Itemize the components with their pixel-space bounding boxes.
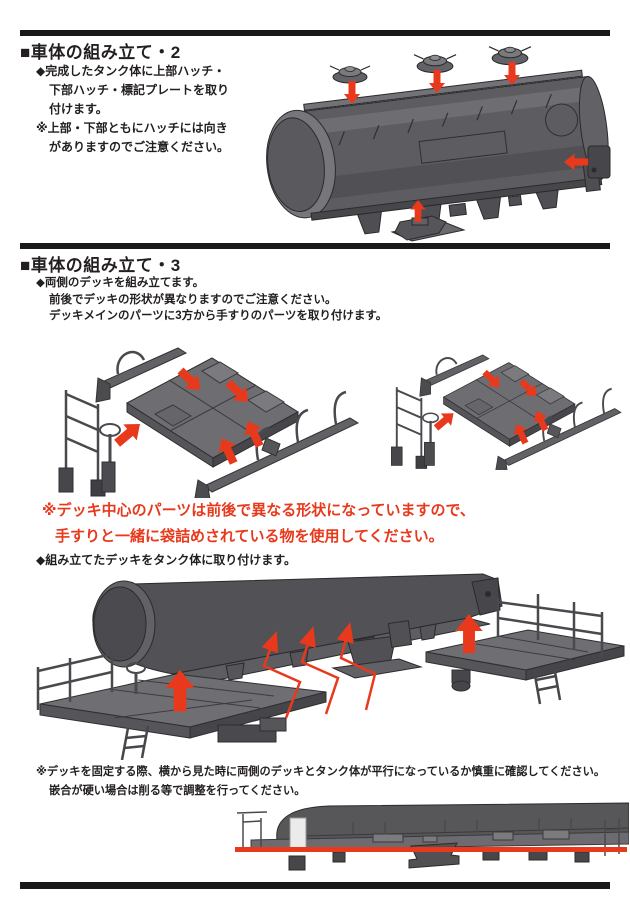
dome-cover-part	[289, 817, 307, 849]
section2-instructions: ◆完成したタンク体に上部ハッチ・ 下部ハッチ・標記プレートを取り 付けます。 ※…	[36, 62, 229, 157]
section3-title: ■車体の組み立て・3	[20, 256, 181, 275]
tank-end-bracket	[471, 577, 501, 616]
tank-body-hatch-assembly-illustration	[266, 46, 611, 242]
deck-to-tank-attachment-illustration	[36, 573, 625, 760]
instruction-line: ※上部・下部ともにハッチには向き	[36, 121, 228, 135]
warning-line: ※デッキ中心のパーツは前後で異なる形状になっていますので、	[42, 502, 475, 519]
section2-title: ■車体の組み立て・2	[20, 43, 181, 62]
top-hatch-part	[413, 54, 457, 74]
note-line: ※デッキを固定する際、横から見た時に両側のデッキとタンク体が平行になっているか慎…	[36, 766, 606, 778]
note-line: 嵌合が硬い場合は削る等で調整を行ってください。	[49, 784, 306, 797]
alignment-pointer-lines	[261, 622, 377, 719]
instruction-line: デッキメインのパーツに3方から手すりのパーツを取り付けます。	[49, 310, 388, 322]
attach-instruction: ◆組み立てたデッキをタンク体に取り付けます。	[36, 553, 297, 567]
warning-text: ※デッキ中心のパーツは前後で異なる形状になっていますので、 手すりと一緒に袋詰め…	[42, 498, 475, 550]
section-divider-bar	[20, 243, 610, 249]
instruction-line: 下部ハッチ・標記プレートを取り	[49, 83, 230, 97]
instruction-line: ◆両側のデッキを組み立てます。	[36, 277, 205, 289]
right-deck-part	[425, 594, 625, 705]
instruction-line: がありますのでご注意ください。	[49, 140, 230, 154]
alignment-red-line	[235, 847, 627, 852]
tank-underside	[92, 573, 503, 685]
top-hatch-part	[488, 46, 532, 66]
deck-assembly-front-illustration	[52, 326, 362, 498]
bottom-divider-bar	[20, 882, 610, 889]
section3-instructions: ◆両側のデッキを組み立てます。 前後でデッキの形状が異なりますのでご注意ください…	[36, 275, 387, 325]
instruction-line: 前後でデッキの形状が異なりますのでご注意ください。	[49, 293, 337, 306]
side-view-alignment-illustration	[235, 802, 629, 871]
warning-line: 手すりと一緒に袋詰めされている物を使用してください。	[55, 528, 444, 545]
marking-plate-part	[587, 145, 611, 179]
instruction-line: 付けます。	[49, 102, 108, 116]
bottom-note: ※デッキを固定する際、横から見た時に両側のデッキとタンク体が平行になっているか慎…	[36, 763, 605, 800]
deck-assembly-rear-illustration	[386, 338, 624, 470]
tank-body	[266, 69, 609, 235]
top-hatch-part	[329, 65, 371, 84]
bottom-hatch-part	[390, 215, 466, 242]
instruction-line: ◆完成したタンク体に上部ハッチ・	[36, 64, 226, 78]
top-divider-bar	[20, 30, 610, 36]
